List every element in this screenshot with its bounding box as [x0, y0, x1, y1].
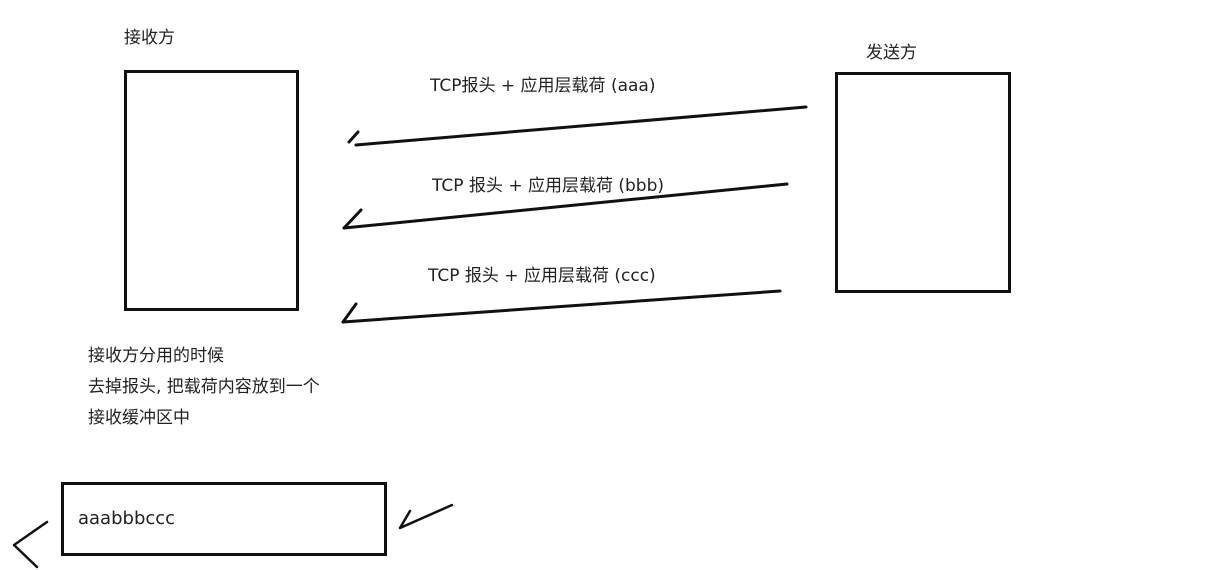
segment-label-ccc: TCP 报头 + 应用层载荷 (ccc) — [428, 266, 656, 286]
receiver-title: 接收方 — [124, 28, 175, 48]
explanation-note: 接收方分用的时候 去掉报头, 把载荷内容放到一个 接收缓冲区中 — [88, 348, 320, 441]
segment-label-aaa: TCP报头 + 应用层载荷 (aaa) — [430, 76, 656, 96]
segment-arrow-bbb — [342, 182, 789, 230]
sender-box — [835, 72, 1011, 293]
sender-title: 发送方 — [866, 43, 917, 63]
buffer-incoming-arrow — [398, 503, 454, 530]
receive-buffer-box: aaabbbccc — [61, 482, 387, 556]
note-line-3: 接收缓冲区中 — [88, 408, 190, 428]
segment-arrowhead-aaa — [347, 130, 360, 144]
note-line-2: 去掉报头, 把载荷内容放到一个 — [88, 377, 320, 397]
receiver-box — [124, 70, 299, 311]
segment-arrowhead-ccc — [341, 302, 358, 324]
buffer-outgoing-arrow — [12, 520, 49, 569]
segment-arrow-aaa — [354, 105, 808, 147]
receive-buffer-content: aaabbbccc — [78, 508, 176, 529]
segment-arrowhead-bbb — [342, 208, 363, 230]
note-line-1: 接收方分用的时候 — [88, 346, 224, 366]
segment-label-bbb: TCP 报头 + 应用层载荷 (bbb) — [432, 176, 665, 196]
segment-arrow-ccc — [341, 289, 782, 324]
